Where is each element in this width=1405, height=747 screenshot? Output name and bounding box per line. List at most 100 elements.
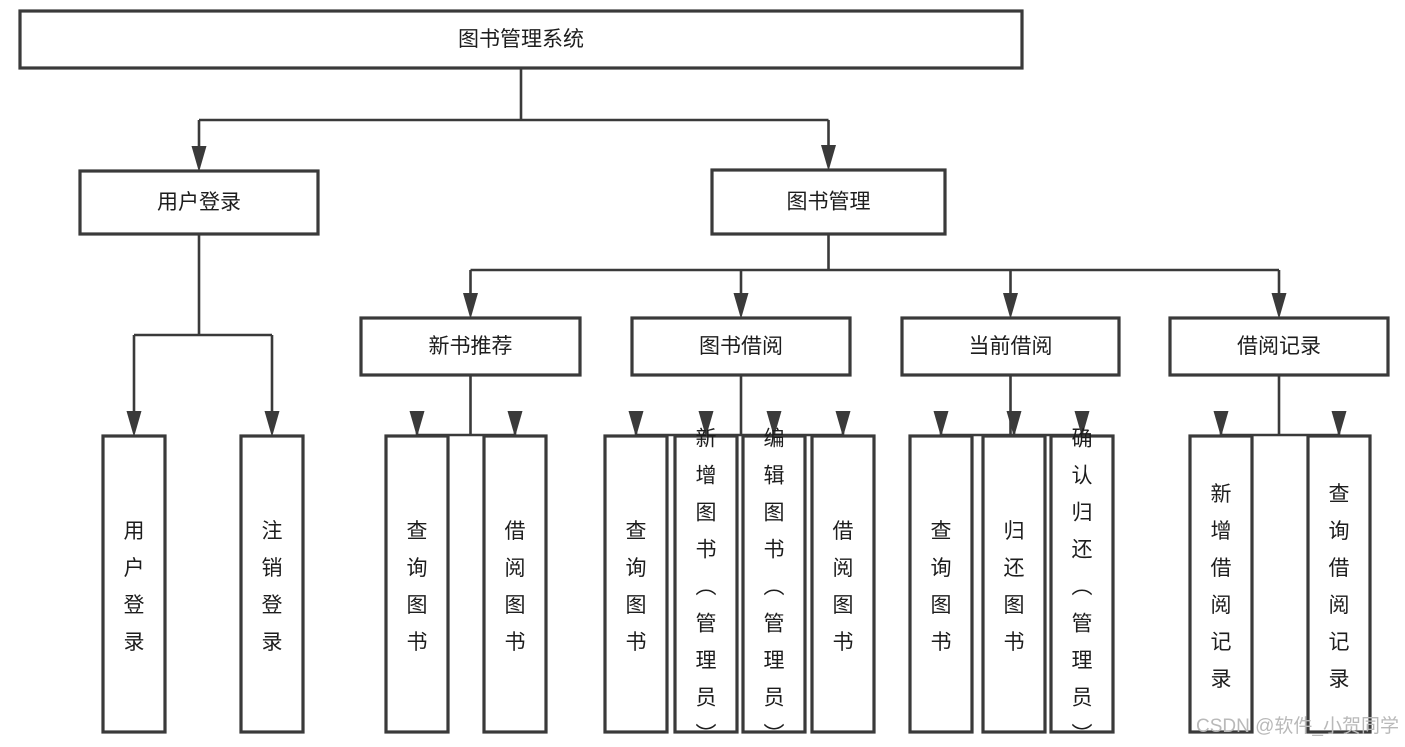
node-label-book-manage: 图书管理 (787, 191, 871, 214)
node-box-borrow-record[interactable] (1168, 316, 1390, 377)
node-box-book-manage[interactable] (710, 168, 947, 236)
node-label-char: 理 (764, 650, 785, 673)
node-label-char: 询 (931, 557, 952, 580)
node-box-borrow-book-action[interactable] (810, 434, 876, 734)
node-label-char: 书 (407, 631, 428, 654)
node-label-char: 理 (696, 650, 717, 673)
node-box-query-book-borrow[interactable] (603, 434, 669, 734)
node-label-current-borrow: 当前借阅 (969, 335, 1053, 358)
connector-arrow-head (766, 411, 782, 437)
connector-arrow-head (933, 411, 949, 437)
connector-arrow-head (409, 411, 425, 437)
node-label-user-login: 用户登录 (157, 191, 241, 214)
node-label-char: 管 (764, 613, 785, 636)
node-user-login-leaf[interactable]: 用户登录 (101, 434, 167, 734)
node-label-char: 查 (1329, 483, 1350, 506)
node-label-char: 录 (1211, 668, 1232, 691)
node-label-user-login-leaf: 用户登录 (124, 520, 145, 654)
node-box-user-login[interactable] (78, 169, 320, 236)
node-new-book-recommend[interactable]: 新书推荐 (359, 316, 582, 377)
node-label-char: 录 (262, 631, 283, 654)
node-label-char: 记 (1211, 631, 1232, 654)
node-label-char: 借 (505, 520, 526, 543)
connector-arrow-head (628, 411, 644, 437)
connector-arrow-head (821, 145, 836, 171)
node-label-char: 书 (505, 631, 526, 654)
node-current-borrow[interactable]: 当前借阅 (900, 316, 1121, 377)
connector-arrow-head (1074, 411, 1090, 437)
node-box-query-book-recommend[interactable] (384, 434, 450, 734)
connector-arrow-head (463, 293, 478, 319)
node-box-return-book[interactable] (981, 434, 1047, 734)
node-label-char: 阅 (505, 557, 526, 580)
node-box-add-borrow-record[interactable] (1188, 434, 1254, 734)
node-label-char: ︵ (764, 576, 785, 599)
node-book-manage[interactable]: 图书管理 (710, 168, 947, 236)
node-box-borrow-book-recommend[interactable] (482, 434, 548, 734)
node-label-char: 增 (696, 465, 717, 488)
node-label-char: 图 (696, 502, 717, 525)
node-label-char: 管 (1072, 613, 1093, 636)
node-borrow-record[interactable]: 借阅记录 (1168, 316, 1390, 377)
node-label-char: 借 (1329, 557, 1350, 580)
node-label-char: 确 (1072, 428, 1093, 451)
csdn-watermark: CSDN @软件_小贺同学 (1196, 715, 1399, 737)
node-label-char: 归 (1072, 502, 1093, 525)
node-label-char: 新 (696, 428, 717, 451)
node-label-char: 员 (764, 687, 785, 710)
node-box-add-book-admin[interactable] (673, 434, 739, 734)
node-label-char: 书 (626, 631, 647, 654)
node-label-char: 图 (407, 594, 428, 617)
node-box-confirm-return-admin[interactable] (1049, 434, 1115, 734)
node-label-char: 新 (1211, 483, 1232, 506)
node-box-user-login-leaf[interactable] (101, 434, 167, 734)
node-root[interactable]: 图书管理系统 (18, 9, 1024, 70)
node-label-char: 注 (262, 520, 283, 543)
node-box-root[interactable] (18, 9, 1024, 70)
node-label-char: 员 (1072, 687, 1093, 710)
connector-arrow-head (1331, 411, 1347, 437)
node-label-char: 询 (407, 557, 428, 580)
node-box-user-logout-leaf[interactable] (239, 434, 305, 734)
node-label-char: 书 (764, 539, 785, 562)
node-label-char: 认 (1072, 465, 1093, 488)
node-box-query-book-current[interactable] (908, 434, 974, 734)
node-label-char: 管 (696, 613, 717, 636)
node-user-login[interactable]: 用户登录 (78, 169, 320, 236)
node-box-query-borrow-record[interactable] (1306, 434, 1372, 734)
node-box-edit-book-admin[interactable] (741, 434, 807, 734)
node-label-char: 辑 (764, 465, 785, 488)
node-box-new-book-recommend[interactable] (359, 316, 582, 377)
connector-arrow-head (1271, 293, 1287, 319)
node-box-current-borrow[interactable] (900, 316, 1121, 377)
node-book-borrow[interactable]: 图书借阅 (630, 316, 852, 377)
node-label-char: 增 (1211, 520, 1232, 543)
node-label-char: 员 (696, 687, 717, 710)
node-label-char: 询 (1329, 520, 1350, 543)
node-label-char: ︵ (1072, 576, 1093, 599)
node-label-char: 图 (626, 594, 647, 617)
node-box-book-borrow[interactable] (630, 316, 852, 377)
node-label-char: 录 (124, 631, 145, 654)
node-label-book-borrow: 图书借阅 (699, 335, 783, 358)
